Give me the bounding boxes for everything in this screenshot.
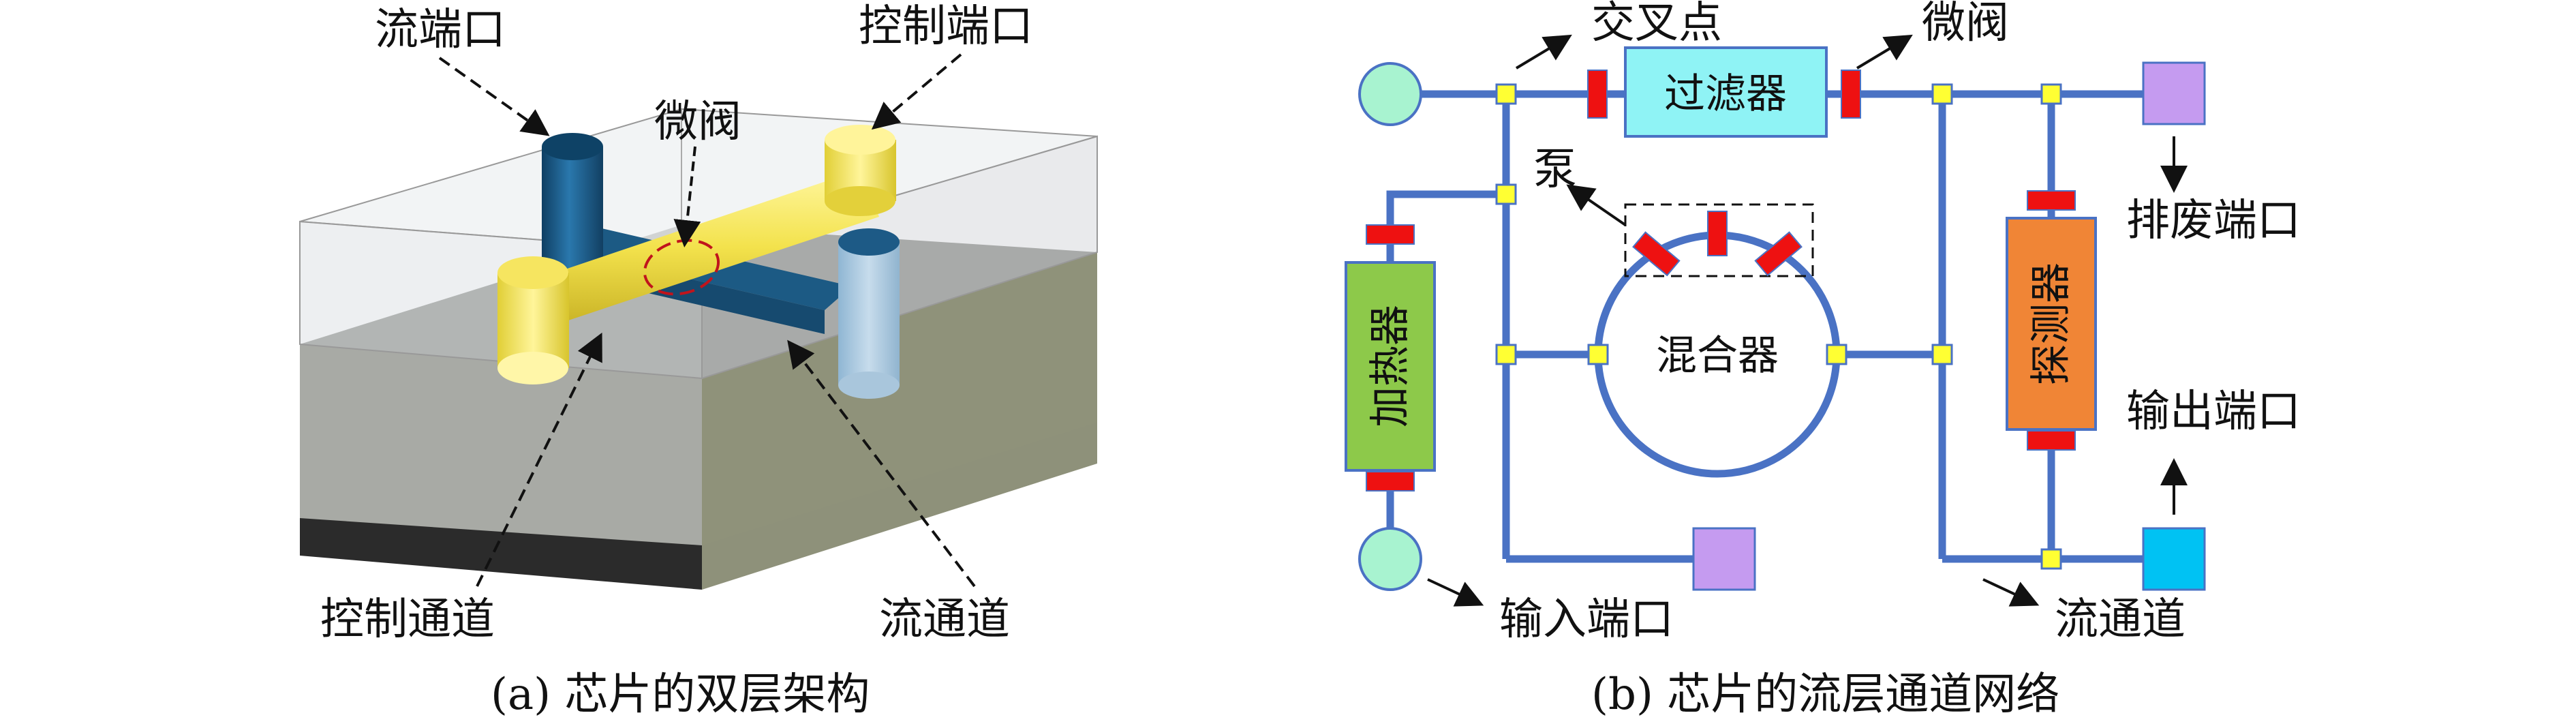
pump-valve: [1754, 231, 1803, 277]
waste-port: [2142, 61, 2206, 125]
pump-valve: [1632, 231, 1681, 277]
valve: [2027, 430, 2076, 451]
port-circle-top: [1358, 62, 1422, 126]
label-control-channel: 控制通道: [320, 594, 495, 645]
mixer-label: 混合器: [1656, 332, 1779, 380]
valve: [2027, 190, 2076, 211]
control-channel: [535, 169, 879, 326]
panel-b: 过滤器 加热器 探测器 混合器: [1345, 0, 2301, 720]
junction: [1587, 344, 1609, 365]
junction: [1931, 344, 1953, 365]
junction: [1931, 83, 1953, 105]
detector-label: 探测器: [2027, 262, 2075, 385]
junction: [1826, 344, 1847, 365]
microvalve-ring: [643, 239, 720, 296]
valve: [1366, 471, 1415, 491]
pump-valve: [1707, 211, 1728, 256]
label-input-port: 输入端口: [1499, 594, 1674, 645]
valve: [1587, 70, 1608, 119]
valves: [1366, 70, 2076, 491]
heater-box: [1345, 261, 1436, 472]
junction: [1495, 344, 1517, 365]
label-pump: 泵: [1533, 145, 1577, 195]
heater-label: 加热器: [1366, 305, 1414, 427]
purple-port: [1692, 527, 1756, 591]
junction: [1495, 183, 1517, 205]
caption-b: (b) 芯片的流层通道网络: [1591, 669, 2059, 720]
label-control-port: 控制端口: [859, 1, 1033, 52]
label-flow-port: 流端口: [375, 5, 506, 55]
label-output-port: 输出端口: [2126, 387, 2301, 437]
pump-box: [1624, 203, 1814, 277]
valve: [1366, 224, 1415, 245]
substrate-front-mid: [300, 344, 702, 545]
detector-box: [2006, 217, 2097, 431]
substrate-side-mid: [702, 252, 1097, 545]
output-port: [2142, 527, 2206, 591]
junction: [1495, 83, 1517, 105]
label-microvalve-a: 微阀: [654, 97, 741, 147]
label-waste-port: 排废端口: [2126, 196, 2301, 246]
junction: [2040, 548, 2062, 570]
junction: [2040, 83, 2062, 105]
filter-label: 过滤器: [1664, 70, 1787, 118]
filter-box: [1624, 46, 1828, 138]
caption-a: (a) 芯片的双层架构: [491, 669, 870, 720]
valve: [1841, 70, 1861, 119]
flow-port-cylinder-2: [838, 242, 900, 385]
junctions: [1495, 83, 2062, 570]
label-flow-channel-a: 流通道: [879, 594, 1010, 645]
flow-port-cylinder: [542, 147, 603, 276]
label-flow-channel-b: 流通道: [2055, 594, 2186, 645]
input-port-circle: [1358, 527, 1422, 591]
panel-a: 流端口 控制端口 微阀 控制通道 流通道 (a) 芯片的双层架构: [299, 1, 1098, 720]
label-intersection: 交叉点: [1591, 0, 1722, 48]
label-microvalve-b: 微阀: [1922, 0, 2009, 48]
